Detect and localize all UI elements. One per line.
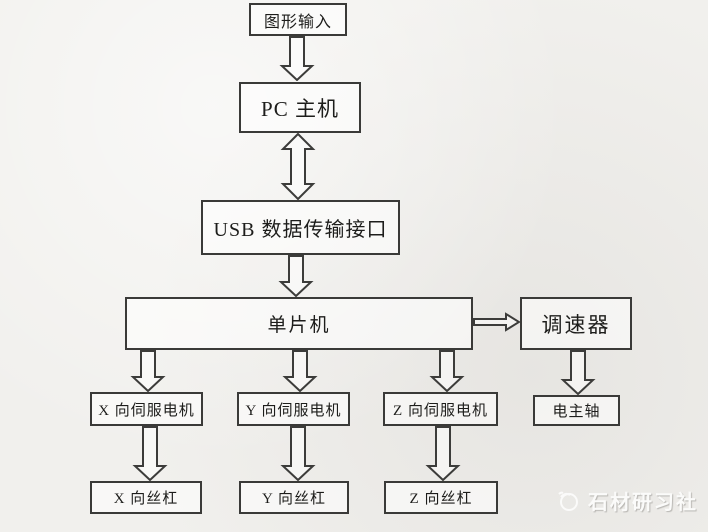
node-y-lead-screw-label: Y 向丝杠 xyxy=(261,491,327,507)
node-pc-host: PC 主机 xyxy=(239,82,361,133)
node-graphic-input-label: 图形输入 xyxy=(263,13,332,31)
node-spindle: 电主轴 xyxy=(533,395,620,426)
arrow-usb-to-mcu-icon xyxy=(278,255,314,297)
node-x-lead-screw: X 向丝杠 xyxy=(90,481,202,514)
arrow-pc-host-usb-bidirectional-icon xyxy=(280,133,316,200)
node-y-servo-motor-label: Y 向伺服电机 xyxy=(245,402,342,419)
node-mcu-label: 单片机 xyxy=(267,315,331,336)
node-graphic-input: 图形输入 xyxy=(249,3,347,36)
arrow-graphic-input-to-pc-host-icon xyxy=(279,36,315,81)
arrow-mcu-to-z-servo-icon xyxy=(429,350,465,392)
node-pc-host-label: PC 主机 xyxy=(261,96,339,121)
node-z-lead-screw-label: Z 向丝杠 xyxy=(409,491,473,507)
node-y-servo-motor: Y 向伺服电机 xyxy=(237,392,350,426)
watermark-logo-icon xyxy=(558,491,578,511)
node-z-servo-motor: Z 向伺服电机 xyxy=(383,392,498,426)
arrow-mcu-to-speed-controller-icon xyxy=(473,312,520,332)
node-y-lead-screw: Y 向丝杠 xyxy=(239,481,349,514)
node-usb-interface: USB 数据传输接口 xyxy=(201,200,400,255)
node-x-servo-motor-label: X 向伺服电机 xyxy=(98,402,195,419)
arrow-speed-controller-to-spindle-icon xyxy=(560,350,596,395)
arrow-z-servo-to-z-screw-icon xyxy=(425,426,461,481)
node-x-lead-screw-label: X 向丝杠 xyxy=(113,491,179,507)
watermark-text: 石材研习社 xyxy=(588,492,698,514)
node-x-servo-motor: X 向伺服电机 xyxy=(90,392,203,426)
node-speed-controller-label: 调速器 xyxy=(541,312,611,337)
node-usb-interface-label: USB 数据传输接口 xyxy=(213,219,388,241)
arrow-mcu-to-y-servo-icon xyxy=(282,350,318,392)
node-z-servo-motor-label: Z 向伺服电机 xyxy=(393,402,488,419)
watermark: 石材研习社 xyxy=(556,486,698,515)
arrow-y-servo-to-y-screw-icon xyxy=(280,426,316,481)
node-z-lead-screw: Z 向丝杠 xyxy=(384,481,498,514)
node-speed-controller: 调速器 xyxy=(520,297,632,350)
arrow-mcu-to-x-servo-icon xyxy=(130,350,166,392)
node-mcu: 单片机 xyxy=(125,297,473,350)
arrow-x-servo-to-x-screw-icon xyxy=(132,426,168,481)
node-spindle-label: 电主轴 xyxy=(552,404,601,420)
